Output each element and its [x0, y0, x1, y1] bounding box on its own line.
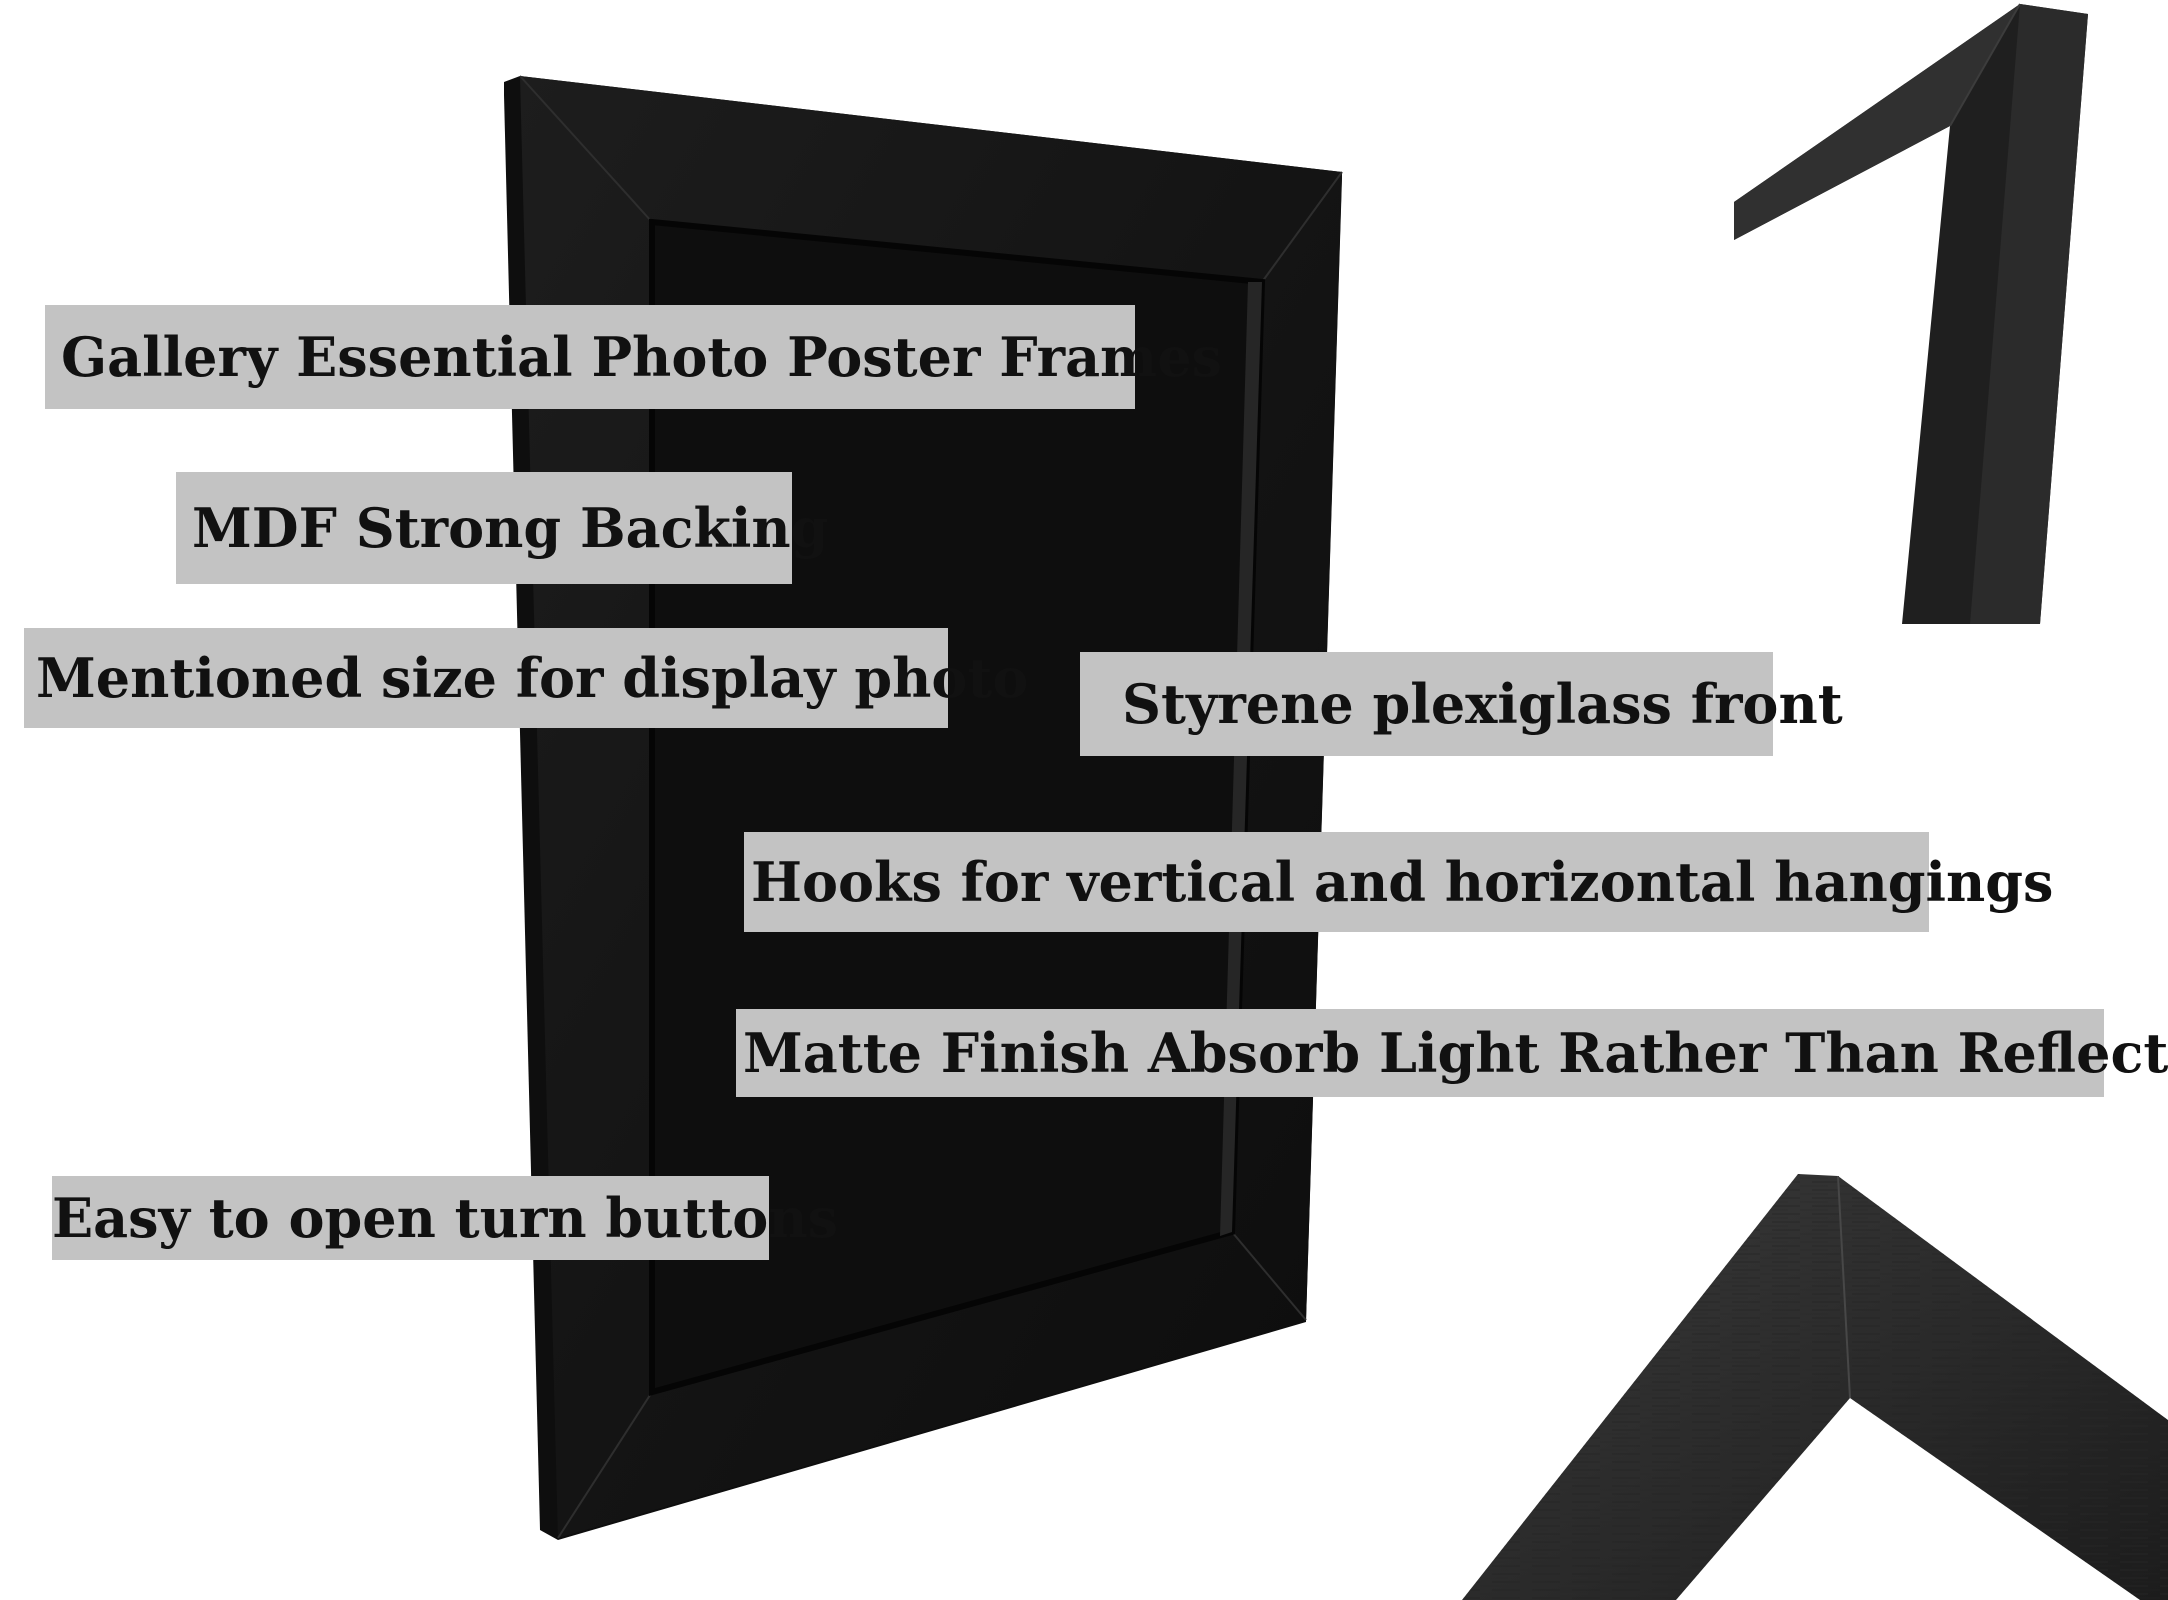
main-frame: [504, 75, 1343, 1540]
feature-label-hooks: Hooks for vertical and horizontal hangin…: [744, 832, 2053, 932]
feature-label-plexiglass-front: Styrene plexiglass front: [1080, 652, 1843, 756]
feature-label-title: Gallery Essential Photo Poster Frames: [45, 305, 1222, 409]
feature-label-display-size: Mentioned size for display photo: [24, 628, 1028, 728]
corner-closeup-top: [1734, 3, 2088, 624]
feature-label-mdf-backing: MDF Strong Backing: [176, 472, 828, 584]
corner-closeup-bottom: [1462, 1174, 2168, 1600]
feature-label-turn-buttons: Easy to open turn buttons: [52, 1176, 838, 1260]
feature-label-matte-finish: Matte Finish Absorb Light Rather Than Re…: [736, 1009, 2168, 1097]
